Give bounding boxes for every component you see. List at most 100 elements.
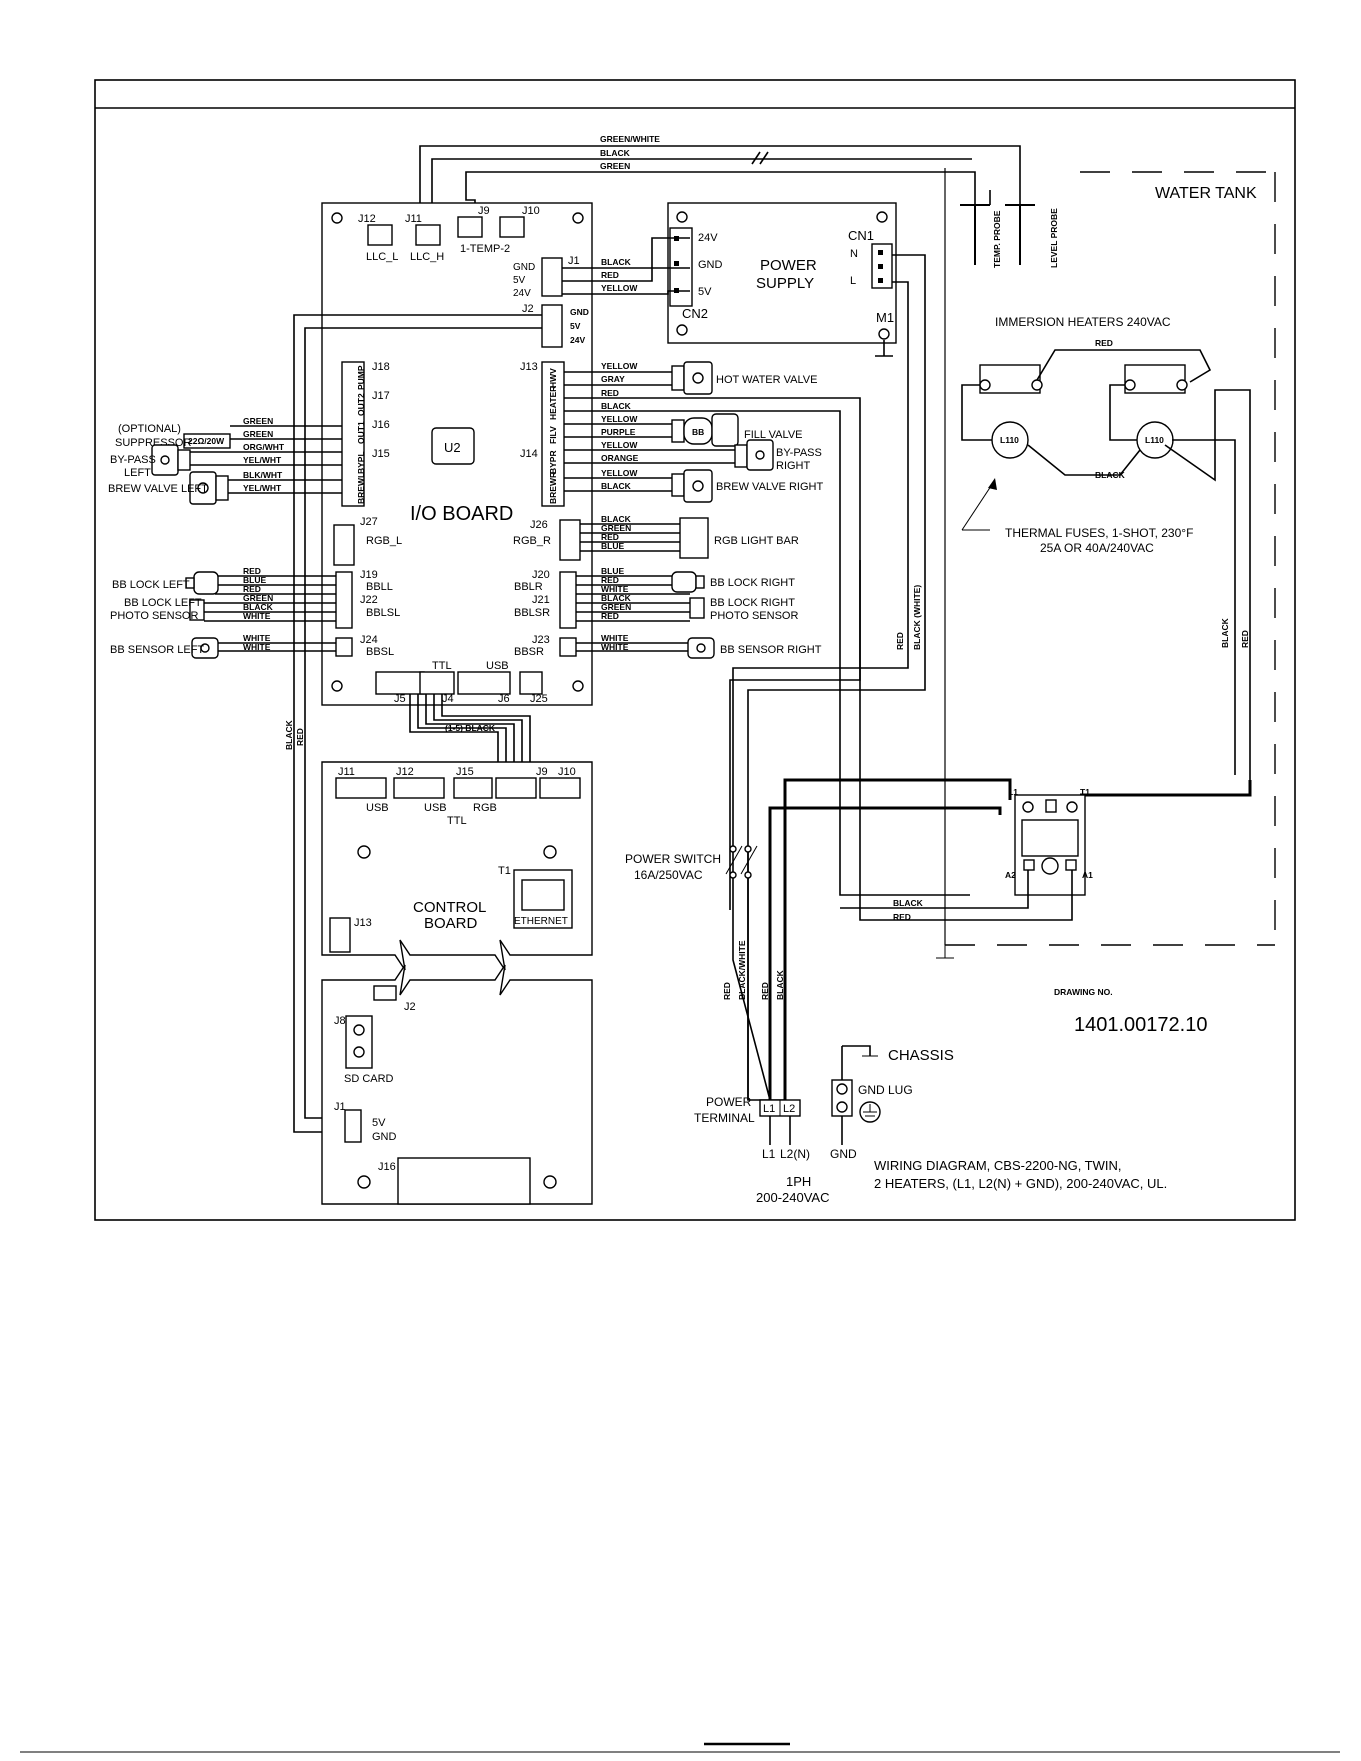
fill-yellow: YELLOW (601, 414, 638, 424)
io-j2-gnd: GND (570, 307, 589, 317)
cb-ttl: TTL (447, 815, 467, 827)
brewl-yelwht: YEL/WHT (243, 483, 282, 493)
cb-rgb: RGB (473, 802, 497, 814)
bbsl-white-2: WHITE (243, 642, 271, 652)
level-probe-label: LEVEL PROBE (1049, 208, 1059, 268)
io-out2: OUT2 (356, 393, 366, 416)
thermal-fuses-label: THERMAL FUSES, 1-SHOT, 230°F (1005, 526, 1193, 540)
io-j9: J9 (478, 205, 490, 217)
brewl-blkwht: BLK/WHT (243, 470, 283, 480)
io-bbsr: BBSR (514, 646, 544, 658)
bypass-right-label-2: RIGHT (776, 460, 811, 472)
sup-green-2: GREEN (243, 429, 273, 439)
ps-cn1: CN1 (848, 228, 874, 243)
io-j26: J26 (530, 519, 548, 531)
switch-red-label: RED (722, 982, 732, 1000)
cb-j11: J11 (338, 766, 355, 778)
io-bypr: BYPR (548, 450, 558, 474)
j1-red-label: RED (601, 270, 619, 280)
hot-water-valve-label: HOT WATER VALVE (716, 374, 817, 386)
bypl-yelwht: YEL/WHT (243, 455, 282, 465)
terminal-l1: L1 (763, 1103, 775, 1115)
io-j1-24v: 24V (513, 288, 531, 299)
caption-line-1: WIRING DIAGRAM, CBS-2200-NG, TWIN, (874, 1158, 1122, 1173)
wire-label-green-white: GREEN/WHITE (600, 134, 660, 144)
rgb-red: RED (601, 532, 619, 542)
io-j16: J16 (372, 419, 390, 431)
io-j25: J25 (530, 693, 548, 705)
ps-n: N (850, 248, 858, 260)
io-j17: J17 (372, 390, 390, 402)
sd-j1: J1 (334, 1101, 346, 1113)
bb-sensor-right-label: BB SENSOR RIGHT (720, 644, 822, 656)
power-voltage: 200-240VAC (756, 1190, 829, 1205)
bbll-blue: BLUE (243, 575, 266, 585)
bb-lock-left-ps-2: PHOTO SENSOR (110, 610, 198, 622)
control-board: J11 J12 J15 J9 J10 USB USB RGB TTL CONTR… (321, 761, 593, 971)
rgb-black: BLACK (601, 514, 632, 524)
ps-l: L (850, 275, 856, 287)
drawing-no-label: DRAWING NO. (1054, 987, 1113, 997)
ps-gnd: GND (698, 259, 723, 271)
thermal-fuse-left-label: L110 (1000, 435, 1019, 445)
cb-j15: J15 (456, 766, 474, 778)
ssr-a1: A1 (1082, 870, 1093, 880)
io-llc-l: LLC_L (366, 251, 398, 263)
io-bbsl: BBSL (366, 646, 394, 658)
immersion-heaters-label: IMMERSION HEATERS 240VAC (995, 315, 1171, 329)
cb-j13: J13 (354, 917, 372, 929)
bblsr-white: WHITE (601, 584, 629, 594)
io-filv: FILV (548, 426, 558, 444)
io-j24: J24 (360, 634, 378, 646)
ps-cn2: CN2 (682, 306, 708, 321)
cb-j10: J10 (558, 766, 576, 778)
io-pump: PUMP (356, 365, 366, 390)
bbll-red: RED (243, 566, 261, 576)
io-j18: J18 (372, 361, 390, 373)
j1-yellow-label: YELLOW (601, 283, 638, 293)
io-j14: J14 (520, 448, 538, 460)
io-j2: J2 (522, 303, 534, 315)
io-llc-h: LLC_H (410, 251, 444, 263)
io-temp2: 1-TEMP-2 (460, 243, 510, 255)
bypass-left-label-2: LEFT (124, 467, 151, 479)
io-j19: J19 (360, 569, 378, 581)
drawing-frame (20, 79, 1340, 1753)
thermal-fuse-right-label: L110 (1145, 435, 1164, 445)
io-j2-24v: 24V (570, 335, 585, 345)
bblsr-black: BLACK (601, 593, 632, 603)
cb-usb-1: USB (366, 802, 389, 814)
switch-red-2-label: RED (760, 982, 770, 1000)
ps-title-2: SUPPLY (756, 275, 814, 292)
io-rgb-l: RGB_L (366, 535, 402, 547)
sd-j2: J2 (404, 1001, 416, 1013)
io-j5: J5 (394, 693, 406, 705)
drawing-no: 1401.00172.10 (1074, 1014, 1207, 1036)
io-bblsl: BBLSL (366, 607, 400, 619)
bblsr-green: GREEN (601, 602, 631, 612)
right-valves: YELLOW GRAY HOT WATER VALVE RED BLACK YE… (564, 361, 970, 910)
heater-red-wire: RED (601, 388, 619, 398)
bb-lock-right-ps-2: PHOTO SENSOR (710, 610, 798, 622)
bb-lock-left-ps-1: BB LOCK LEFT (124, 597, 202, 609)
io-hwv: HWV (548, 368, 558, 388)
io-out1: OUT1 (356, 421, 366, 444)
io-j20: J20 (532, 569, 550, 581)
sup-green-1: GREEN (243, 416, 273, 426)
gnd-out-label: GND (830, 1147, 857, 1161)
ssr-l1: L1 (1008, 787, 1018, 797)
temp-probe-label: TEMP. PROBE (992, 210, 1002, 268)
cn1-black-white-label: BLACK (WHITE) (912, 585, 922, 650)
ssr-black-label: BLACK (893, 898, 924, 908)
bypl-orgwht: ORG/WHT (243, 442, 285, 452)
j1-black-label: BLACK (601, 257, 632, 267)
terminal-l2: L2 (783, 1103, 795, 1115)
gnd-lug-label: GND LUG (858, 1083, 913, 1097)
power-supply: 24V GND 5V CN2 POWER SUPPLY CN1 N L M1 (667, 202, 897, 357)
cb-t1: T1 (498, 865, 511, 877)
io-heater: HEATER (548, 386, 558, 420)
io-j23: J23 (532, 634, 550, 646)
io-j12: J12 (358, 213, 376, 225)
bblr-blue: BLUE (601, 566, 624, 576)
